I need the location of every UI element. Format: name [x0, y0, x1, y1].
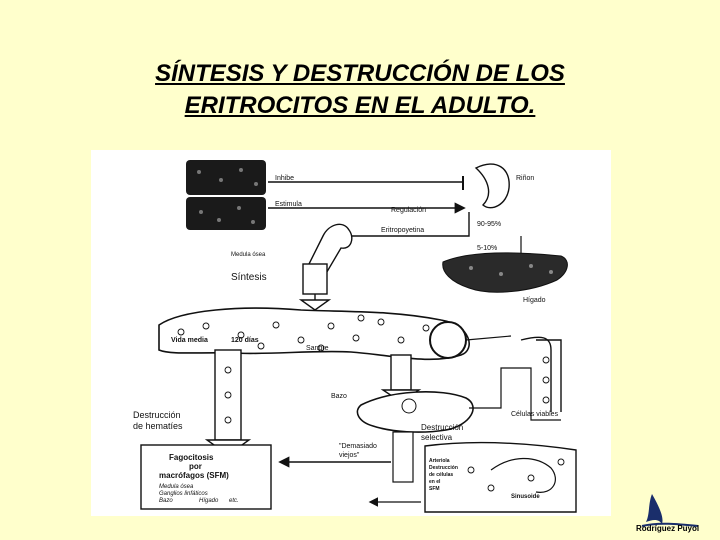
title-line-2: ERITROCITOS EN EL ADULTO. [184, 92, 536, 119]
label-fago-1: Fagocitosis [169, 453, 214, 462]
label-demasiado-viejos-2: viejos" [339, 452, 360, 459]
label-arteriola-3: de células [429, 472, 453, 478]
author-logo [641, 494, 699, 527]
label-arteriola-1: Arteriola [429, 458, 450, 464]
erythropoietin-arrow [328, 212, 470, 242]
label-organ-4: Hígado [199, 498, 219, 504]
label-destruccion-hematies-1: Destrucción [133, 410, 181, 420]
liver-icon [442, 252, 568, 293]
label-inhibe: Inhibe [275, 175, 294, 182]
inhibit-box [186, 160, 266, 195]
label-120-dias: 120 días [231, 337, 259, 344]
label-fago-3: macrófagos (SFM) [159, 471, 229, 480]
label-higado: Hígado [523, 297, 546, 304]
label-destruccion-selectiva-1: Destrucción [421, 423, 463, 432]
label-organ-3: Bazo [159, 498, 173, 504]
label-arteriola-2: Destrucción [429, 465, 458, 471]
label-sintesis: Síntesis [231, 272, 267, 283]
label-organ-5: etc. [229, 498, 239, 504]
spleen-icon [356, 391, 474, 433]
title-line-1: SÍNTESIS Y DESTRUCCIÓN DE LOS [155, 60, 565, 87]
author-credit: Rodríguez Puyol [636, 524, 700, 533]
label-celulas-viables: Células viables [511, 411, 559, 418]
erythrocyte-diagram: Inhibe Estimula Riñon Regulación 90-95% … [91, 150, 611, 516]
kidney-icon [474, 163, 510, 209]
stimulate-box [186, 197, 266, 230]
slide-title: SÍNTESIS Y DESTRUCCIÓN DE LOS ERITROCITO… [0, 58, 720, 122]
label-arteriola-5: SFM [429, 486, 440, 492]
diagram-svg: Inhibe Estimula Riñon Regulación 90-95% … [133, 160, 577, 513]
label-destruccion-hematies-2: de hematíes [133, 421, 183, 431]
label-5-10: 5-10% [477, 245, 497, 252]
label-90-95: 90-95% [477, 221, 501, 228]
label-bazo: Bazo [331, 393, 347, 400]
label-arteriola-4: en el [429, 479, 441, 485]
magnifier-circle [429, 321, 467, 359]
label-regulacion: Regulación [391, 207, 426, 214]
label-vida-media: Vida media [171, 337, 208, 344]
label-destruccion-selectiva-2: selectiva [421, 433, 453, 442]
label-rinon: Riñon [516, 175, 534, 182]
phagocytosis-box [140, 444, 272, 510]
label-organ-1: Medula ósea [159, 484, 194, 490]
label-demasiado-viejos-1: "Demasiado [339, 443, 377, 450]
arteriole-detail [424, 441, 577, 513]
label-eritropoyetina: Eritropoyetina [381, 227, 424, 234]
label-fago-2: por [189, 462, 202, 471]
label-sinusoide: Sinusoide [511, 494, 540, 500]
label-medula-osea: Medula ósea [231, 252, 266, 258]
label-organ-2: Ganglios linfáticos [159, 491, 208, 497]
label-estimula: Estimula [275, 201, 302, 208]
label-sangre: Sangre [306, 345, 329, 352]
